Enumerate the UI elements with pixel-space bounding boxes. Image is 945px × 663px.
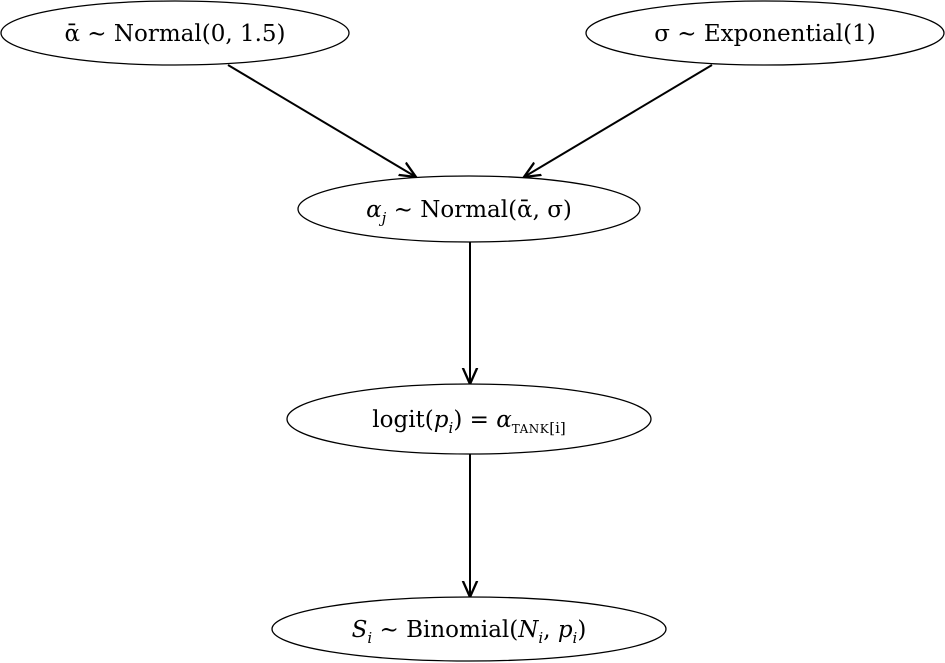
edge-sigma-to-alpha-j xyxy=(524,64,713,177)
survival-s-symbol: S xyxy=(352,617,368,643)
node-survival-likelihood: Si ∼ Binomial(Ni, pi) xyxy=(271,596,667,662)
logit-alpha-subscript-tank: TANK xyxy=(512,422,550,436)
alpha-subscript-j: j xyxy=(379,209,387,227)
node-alpha-bar-label: ᾱ ∼ Normal(0, 1.5) xyxy=(64,21,285,47)
survival-n-symbol: N xyxy=(517,617,539,643)
node-logit-label: logit(pi) = αTANK[i] xyxy=(372,407,565,437)
logit-p-symbol: p xyxy=(434,407,449,433)
node-alpha-j-label: αj ∼ Normal(ᾱ, σ) xyxy=(366,197,572,227)
survival-n-subscript: i xyxy=(538,629,543,647)
node-survival-label: Si ∼ Binomial(Ni, pi) xyxy=(352,617,587,647)
node-sigma-prior: σ ∼ Exponential(1) xyxy=(585,0,945,66)
node-logit-link: logit(pi) = αTANK[i] xyxy=(286,383,652,455)
survival-binomial: ∼ Binomial( xyxy=(372,617,518,643)
survival-close-paren: ) xyxy=(577,617,586,643)
logit-prefix: logit( xyxy=(372,407,434,433)
logit-alpha-symbol: α xyxy=(496,407,512,433)
alpha-symbol: α xyxy=(366,197,382,223)
alpha-j-distribution: ∼ Normal(ᾱ, σ) xyxy=(386,197,572,223)
node-alpha-j: αj ∼ Normal(ᾱ, σ) xyxy=(297,175,641,243)
edge-alpha-bar-to-alpha-j xyxy=(227,64,416,177)
survival-p-symbol: p xyxy=(558,617,573,643)
node-alpha-bar-prior: ᾱ ∼ Normal(0, 1.5) xyxy=(0,0,350,66)
survival-comma: , xyxy=(543,617,558,643)
logit-alpha-subscript-index: [i] xyxy=(549,419,566,437)
logit-middle: ) = xyxy=(453,407,496,433)
logit-p-subscript: i xyxy=(449,419,454,437)
survival-s-subscript: i xyxy=(367,629,372,647)
survival-p-subscript: i xyxy=(573,629,578,647)
node-sigma-label: σ ∼ Exponential(1) xyxy=(654,21,875,47)
